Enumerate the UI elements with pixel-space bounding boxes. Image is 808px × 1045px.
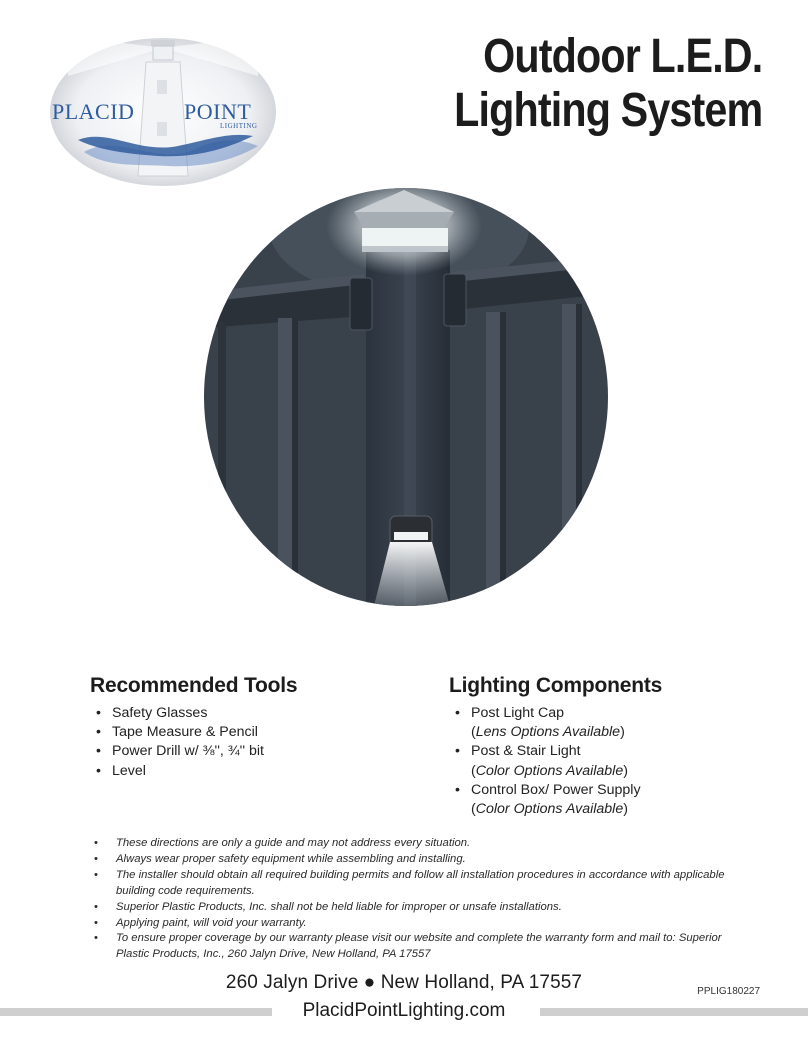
lighthouse-logo-graphic: PLACID POINT LIGHTING [50, 36, 276, 186]
document-code: PPLIG180227 [697, 986, 760, 997]
note-item: •The installer should obtain all require… [94, 868, 725, 897]
note-item: •Applying paint, will void your warranty… [94, 916, 307, 929]
components-list: •Post Light Cap (Lens Options Available)… [449, 704, 662, 819]
list-item: •Power Drill w/ ⅜'', ¾'' bit [96, 743, 264, 760]
company-address: 260 Jalyn Drive ● New Holland, PA 17557 [225, 972, 583, 993]
logo-tagline: LIGHTING [220, 122, 257, 130]
list-item: •Control Box/ Power Supply (Color Option… [455, 781, 641, 818]
lighting-components-section: Lighting Components •Post Light Cap (Len… [449, 674, 662, 819]
title-line-2: Lighting System [453, 84, 763, 137]
note-item: •Always wear proper safety equipment whi… [94, 852, 466, 865]
list-item: •Safety Glasses [96, 705, 208, 721]
brand-logo: PLACID POINT LIGHTING [48, 36, 278, 188]
note-item: •Superior Plastic Products, Inc. shall n… [94, 900, 562, 913]
logo-word-point: POINT [184, 99, 251, 124]
product-illustration [204, 188, 608, 606]
list-item: •Level [96, 762, 146, 779]
components-heading: Lighting Components [449, 674, 663, 697]
footer-divider-right [540, 1008, 808, 1016]
website-link[interactable]: PlacidPointLighting.com [302, 1000, 506, 1021]
footer-divider-left [0, 1008, 272, 1016]
note-item: •To ensure proper coverage by our warran… [94, 932, 722, 961]
note-item: •These directions are only a guide and m… [94, 837, 471, 849]
lit-post-illustration [204, 188, 608, 606]
tools-list: •Safety Glasses •Tape Measure & Pencil •… [90, 704, 297, 781]
logo-word-placid: PLACID [52, 99, 134, 124]
page-title: Outdoor L.E.D. Lighting System [453, 30, 763, 138]
title-line-1: Outdoor L.E.D. [482, 30, 763, 83]
list-item: •Tape Measure & Pencil [96, 724, 258, 741]
list-item: •Post Light Cap (Lens Options Available) [455, 705, 625, 741]
disclaimer-notes: •These directions are only a guide and m… [94, 836, 734, 963]
list-item: •Post & Stair Light (Color Options Avail… [455, 743, 628, 779]
tools-heading: Recommended Tools [90, 674, 298, 697]
recommended-tools-section: Recommended Tools •Safety Glasses •Tape … [90, 674, 298, 781]
